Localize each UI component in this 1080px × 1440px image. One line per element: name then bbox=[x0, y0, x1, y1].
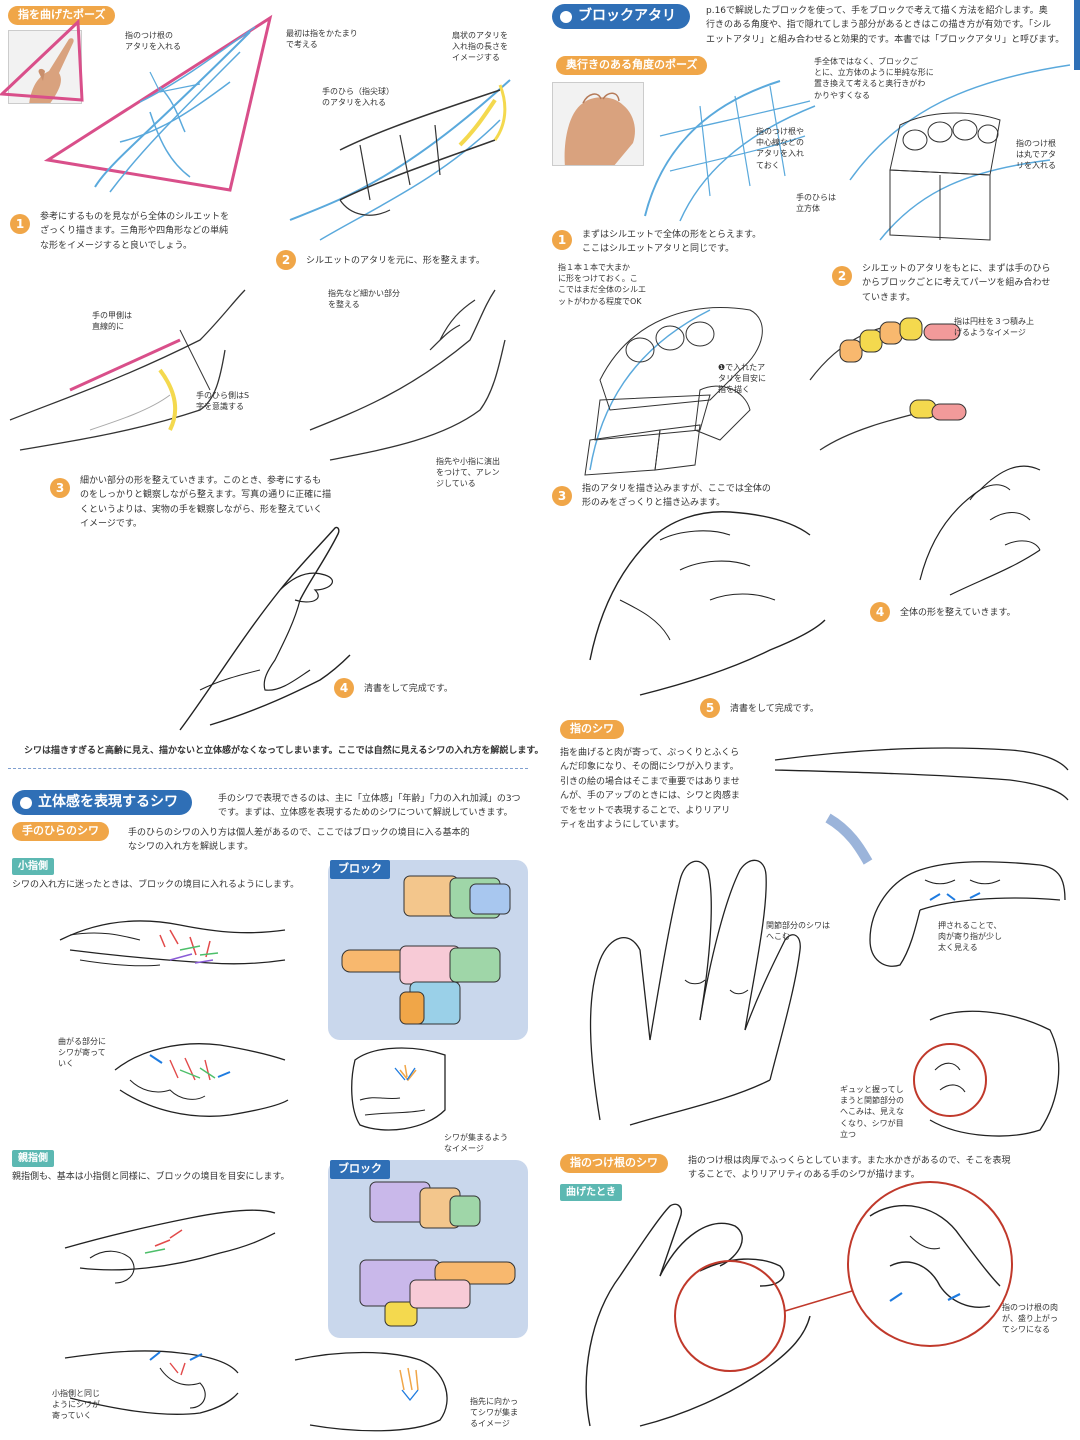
thumb-hand-open bbox=[64, 1209, 276, 1284]
reference-photo-2 bbox=[552, 82, 644, 166]
note-use-guide: ❶で入れたア タリを目安に 指を描く bbox=[718, 363, 766, 395]
thumb-side-tag: 親指側 bbox=[12, 1150, 54, 1167]
block-hand-illustration-2 bbox=[359, 1181, 516, 1327]
arrow-down bbox=[188, 1272, 228, 1322]
step-number: 1 bbox=[10, 214, 30, 234]
arrow-right bbox=[234, 1360, 284, 1396]
silhouette-sketch-2 bbox=[289, 79, 511, 241]
section-intro: 手のシワで表現できるのは、主に「立体感」「年齢」「力の入れ加減」の3つ です。ま… bbox=[218, 794, 521, 819]
note-wrinkle-gather: シワが集まるよう なイメージ bbox=[444, 1133, 508, 1154]
step-caption: 全体の形を整えていきます。 bbox=[900, 608, 1016, 618]
note-rough-fingers: 指１本１本で大まか に形をつけておく。こ こではまだ全体のシルエ ットがわかる程… bbox=[558, 263, 646, 306]
final-hand-lineart-2 bbox=[589, 511, 826, 696]
pinky-hand-fist bbox=[351, 1047, 446, 1131]
finger-base-wrinkle-tag: 指のつけ根のシワ bbox=[560, 1154, 668, 1173]
section-header-3d-wrinkles: 立体感を表現するシワ bbox=[12, 790, 192, 815]
block-label: ブロック bbox=[330, 1160, 390, 1179]
arrow-right bbox=[290, 1050, 336, 1082]
note-thumb-like-pinky: 小指側と同じ ようにシワが 寄っていく bbox=[52, 1389, 100, 1421]
depth-pose-tag: 奥行きのある角度のポーズ bbox=[556, 56, 708, 75]
block-hand-illustration-1 bbox=[341, 875, 511, 1025]
block-guide-intro: p.16で解説したブロックを使って、手をブロックで考えて描く方法を紹介します。奥… bbox=[706, 6, 1065, 45]
palm-wrinkle-tag: 手のひらのシワ bbox=[12, 822, 109, 841]
arrow-down-right bbox=[984, 390, 1030, 436]
open-hand-wrinkles bbox=[589, 859, 801, 1126]
step-number: 4 bbox=[334, 678, 354, 698]
note-pushed-flesh: 押されることで、 肉が寄り指が少し 太く見える bbox=[938, 921, 1002, 953]
step-number: 5 bbox=[700, 698, 720, 718]
section-header-block-guide: ブロックアタリ bbox=[552, 4, 690, 29]
note-base-flesh: 指のつけ根の肉 が、盛り上がっ てシワになる bbox=[1002, 1303, 1058, 1335]
finger-bent-lineart bbox=[869, 861, 1066, 967]
pinky-side-tag: 小指側 bbox=[12, 858, 54, 875]
note-bend-wrinkle: 曲がる部分に シワが寄って いく bbox=[58, 1037, 106, 1069]
note-palm-cube: 手のひらは 立方体 bbox=[796, 193, 836, 214]
note-center-line: 指のつけ根や 中心線などの アタリを入れ ておく bbox=[756, 127, 804, 170]
note-cylinders: 指は円柱を３つ積み上 げるようなイメージ bbox=[954, 317, 1034, 338]
note-s-curve: 手のひら側はS 字を意識する bbox=[196, 391, 250, 412]
thumb-side-text: 親指側も、基本は小指側と同様に、ブロックの境目を目安にします。 bbox=[12, 1172, 290, 1182]
bent-fingers-lineart bbox=[585, 1203, 853, 1427]
step-caption: 細かい部分の形を整えていきます。このとき、参考にするも のをしっかりと観察しなが… bbox=[80, 476, 332, 530]
block-palm-cube bbox=[849, 64, 1071, 241]
step-number: 2 bbox=[276, 250, 296, 270]
arrow-down bbox=[210, 985, 250, 1035]
step-number: 2 bbox=[832, 266, 852, 286]
step-caption: シルエットのアタリをもとに、まずは手のひら からブロックごとに考えてパーツを組み… bbox=[862, 264, 1051, 303]
section-divider bbox=[8, 768, 528, 769]
note-back-straight: 手の甲側は 直線的に bbox=[92, 311, 132, 332]
block-silhouette-1 bbox=[644, 80, 816, 222]
finger-wrinkle-text: 指を曲げると肉が寄って、ぷっくりとふくら んだ印象になり、その間にシワが入ります… bbox=[560, 748, 740, 830]
step-number: 3 bbox=[552, 486, 572, 506]
section-tag-bent-pose: 指を曲げたポーズ bbox=[8, 6, 116, 25]
step-caption: 清書をして完成です。 bbox=[730, 704, 819, 714]
page-edge-marker bbox=[1074, 0, 1080, 70]
thumb-hand-curled bbox=[64, 1350, 239, 1415]
note-grip-wrinkle: ギュッと握ってし まうと関節部分の へこみは、見えな くなり、シワが目 立つ bbox=[840, 1085, 904, 1139]
fist-grip-detail bbox=[913, 1010, 1060, 1137]
bent-tag: 曲げたとき bbox=[560, 1184, 622, 1201]
finger-base-wrinkle-text: 指のつけ根は肉厚でふっくらとしています。また水かきがあるので、そこを表現 するこ… bbox=[688, 1156, 1011, 1181]
note-palm-guide: 手のひら（指尖球） のアタリを入れる bbox=[322, 87, 394, 108]
pinky-side-text: シワの入れ方に迷ったときは、ブロックの境目に入れるようにします。 bbox=[12, 880, 300, 890]
step-caption: 指のアタリを描き込みますが、ここでは全体の 形のみをざっくりと描き込みます。 bbox=[582, 484, 771, 509]
note-finger-base: 指のつけ根の アタリを入れる bbox=[125, 31, 181, 52]
note-finger-tips: 指先や小指に演出 をつけて、アレン ジしている bbox=[436, 457, 500, 489]
pinky-hand-open bbox=[59, 920, 286, 967]
final-hand-lineart-1 bbox=[179, 526, 351, 731]
refined-hand-lineart bbox=[919, 465, 1041, 596]
refine-sketch-b bbox=[309, 289, 506, 461]
note-finger-mass: 最初は指をかたまり で考える bbox=[286, 29, 358, 50]
arrow-right bbox=[246, 350, 302, 384]
pinky-hand-curled bbox=[114, 1043, 289, 1117]
finger-base-zoom bbox=[847, 1181, 1013, 1347]
note-finger-base-circle: 指のつけ根 は丸でアタ リを入れる bbox=[1016, 139, 1056, 171]
note-toward-tips: 指先に向かっ てシワが集ま るイメージ bbox=[470, 1397, 518, 1429]
step-number: 3 bbox=[50, 478, 70, 498]
step-caption: シルエットのアタリを元に、形を整えます。 bbox=[306, 256, 485, 266]
note-fine-details: 指先など細かい部分 を整える bbox=[328, 289, 400, 310]
block-hand-colored bbox=[584, 307, 763, 476]
step-caption: 参考にするものを見ながら全体のシルエットを ざっくり描きます。三角形や四角形など… bbox=[40, 212, 230, 251]
block-hand-cylinders bbox=[809, 317, 967, 451]
step-number: 1 bbox=[552, 230, 572, 250]
refine-sketch-a bbox=[9, 289, 246, 451]
step-caption: 清書をして完成です。 bbox=[364, 684, 453, 694]
reference-photo bbox=[8, 30, 82, 104]
block-label: ブロック bbox=[330, 860, 390, 879]
note-block-cube: 手全体ではなく、ブロックご とに、立方体のように単純な形に 置き換えて考えると奥… bbox=[814, 57, 934, 100]
note-fan-guide: 扇状のアタリを 入れ指の長さを イメージする bbox=[452, 31, 508, 63]
finger-straight-lineart bbox=[774, 747, 1069, 801]
wrinkle-intro: シワは描きすぎると高齢に見え、描かないと立体感がなくなってしまいます。ここでは自… bbox=[24, 746, 544, 756]
note-joint-dent: 関節部分のシワは へこむ bbox=[766, 921, 830, 942]
step-caption: まずはシルエットで全体の形をとらえます。 ここはシルエットアタリと同じです。 bbox=[582, 230, 762, 255]
arrow-curved-down bbox=[825, 813, 873, 865]
finger-wrinkle-tag: 指のシワ bbox=[560, 720, 624, 739]
thumb-hand-fist bbox=[294, 1351, 448, 1432]
silhouette-sketch-1 bbox=[0, 14, 273, 193]
step-number: 4 bbox=[870, 602, 890, 622]
palm-wrinkle-text: 手のひらのシワの入り方は個人差があるので、ここではブロックの境目に入る基本的 な… bbox=[128, 828, 470, 853]
